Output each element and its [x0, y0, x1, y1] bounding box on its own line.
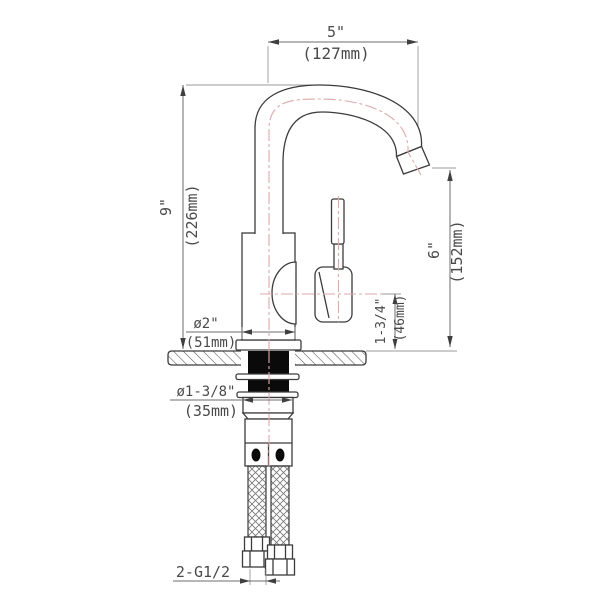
supply-hose-right — [270, 465, 290, 546]
dim-handle-offset-inches: 1-3/4" — [374, 298, 389, 345]
handle-lever — [330, 198, 345, 245]
centerlines — [260, 98, 422, 466]
dim-overall-height-metric: (226mm) — [183, 184, 201, 247]
dim-spout-height-metric: (152mm) — [448, 220, 466, 283]
dim-spout-height: 6" (152mm) — [425, 167, 466, 347]
dim-handle-offset-metric: (46mm) — [393, 295, 408, 342]
handle-housing-seam — [318, 271, 330, 319]
countertop — [167, 350, 457, 367]
dim-body-diameter-metric: (51mm) — [186, 335, 237, 351]
dim-spout-height-inches: 6" — [425, 241, 443, 259]
spout-centerline — [268, 98, 422, 351]
dim-body-diameter-inches: ø2" — [193, 316, 218, 332]
dim-mount-hole-metric: (35mm) — [184, 402, 238, 420]
dim-hose-thread-label: 2-G1/2 — [176, 563, 230, 581]
dim-mount-hole-inches: ø1-3/8" — [176, 384, 235, 400]
dim-spout-reach-metric: (127mm) — [302, 44, 369, 63]
ball-joint — [271, 261, 297, 325]
under-counter-assembly — [235, 351, 300, 576]
hose-fitting-right — [264, 544, 296, 576]
dim-spout-reach: 5" (127mm) — [268, 23, 418, 63]
dim-overall-height-inches: 9" — [157, 198, 175, 216]
supply-hose-left — [247, 465, 267, 538]
dim-overall-height: 9" (226mm) — [157, 85, 201, 349]
spout-fill — [255, 85, 422, 234]
washer-lower — [236, 391, 299, 399]
dim-spout-reach-inches: 5" — [327, 23, 345, 41]
washer-upper — [235, 373, 300, 381]
hose-fitting-left — [241, 536, 273, 568]
nut-taper — [241, 412, 295, 420]
dim-handle-offset: 1-3/4" (46mm) — [374, 294, 408, 349]
dim-mount-hole: ø1-3/8" (35mm) — [170, 384, 292, 420]
spout-outline — [254, 84, 423, 234]
valve-port-left — [251, 448, 261, 462]
dim-hose-thread: 2-G1/2 — [173, 563, 280, 585]
dim-body-diameter: ø2" (51mm) — [186, 316, 296, 351]
valve-port-right — [275, 448, 285, 462]
